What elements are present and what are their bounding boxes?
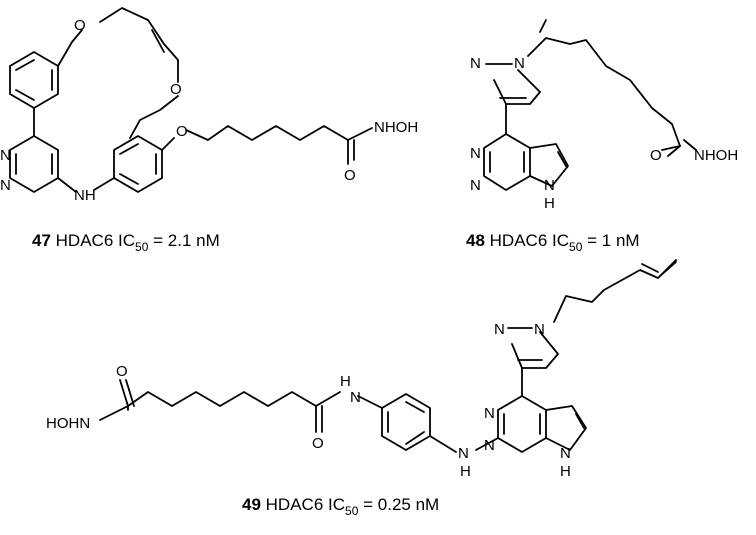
atom-label: N: [0, 147, 11, 164]
atom-label: N: [560, 445, 571, 462]
atom-label: H: [560, 463, 571, 480]
atom-label: N: [494, 321, 505, 338]
atom-label: N: [350, 389, 361, 406]
atom-label: O: [74, 17, 86, 34]
atom-label: O: [344, 167, 356, 184]
atom-label: O: [176, 123, 188, 140]
compound-48-structure: [483, 19, 697, 191]
atom-label: H: [544, 195, 555, 212]
atom-label: N: [484, 405, 495, 422]
atom-label: N: [0, 177, 11, 194]
atom-label: N: [458, 445, 469, 462]
atom-label: O: [312, 435, 324, 452]
atom-label: N: [514, 55, 525, 72]
atom-label: NHOH: [694, 147, 738, 164]
atom-label: NHOH: [374, 119, 418, 136]
atom-label: N: [470, 177, 481, 194]
atom-label: N: [544, 177, 555, 194]
atom-label: H: [460, 463, 471, 480]
atom-label: N: [470, 55, 481, 72]
compound-48-caption: 48 HDAC6 IC50 = 1 nM: [466, 231, 640, 255]
atom-label: O: [650, 147, 662, 164]
atom-label: N: [484, 437, 495, 454]
atom-label: O: [170, 81, 182, 98]
compound-47-caption: 47 HDAC6 IC50 = 2.1 nM: [32, 231, 220, 255]
atom-label: N: [534, 321, 545, 338]
compound-49-caption: 49 HDAC6 IC50 = 0.25 nM: [242, 495, 439, 519]
atom-label: O: [116, 363, 128, 380]
atom-label: HOHN: [46, 415, 90, 432]
compound-49-structure: [99, 259, 677, 453]
atom-label: H: [340, 373, 351, 390]
atom-label: N: [470, 145, 481, 162]
atom-label: NH: [74, 187, 96, 204]
compound-47-structure: [9, 7, 373, 193]
